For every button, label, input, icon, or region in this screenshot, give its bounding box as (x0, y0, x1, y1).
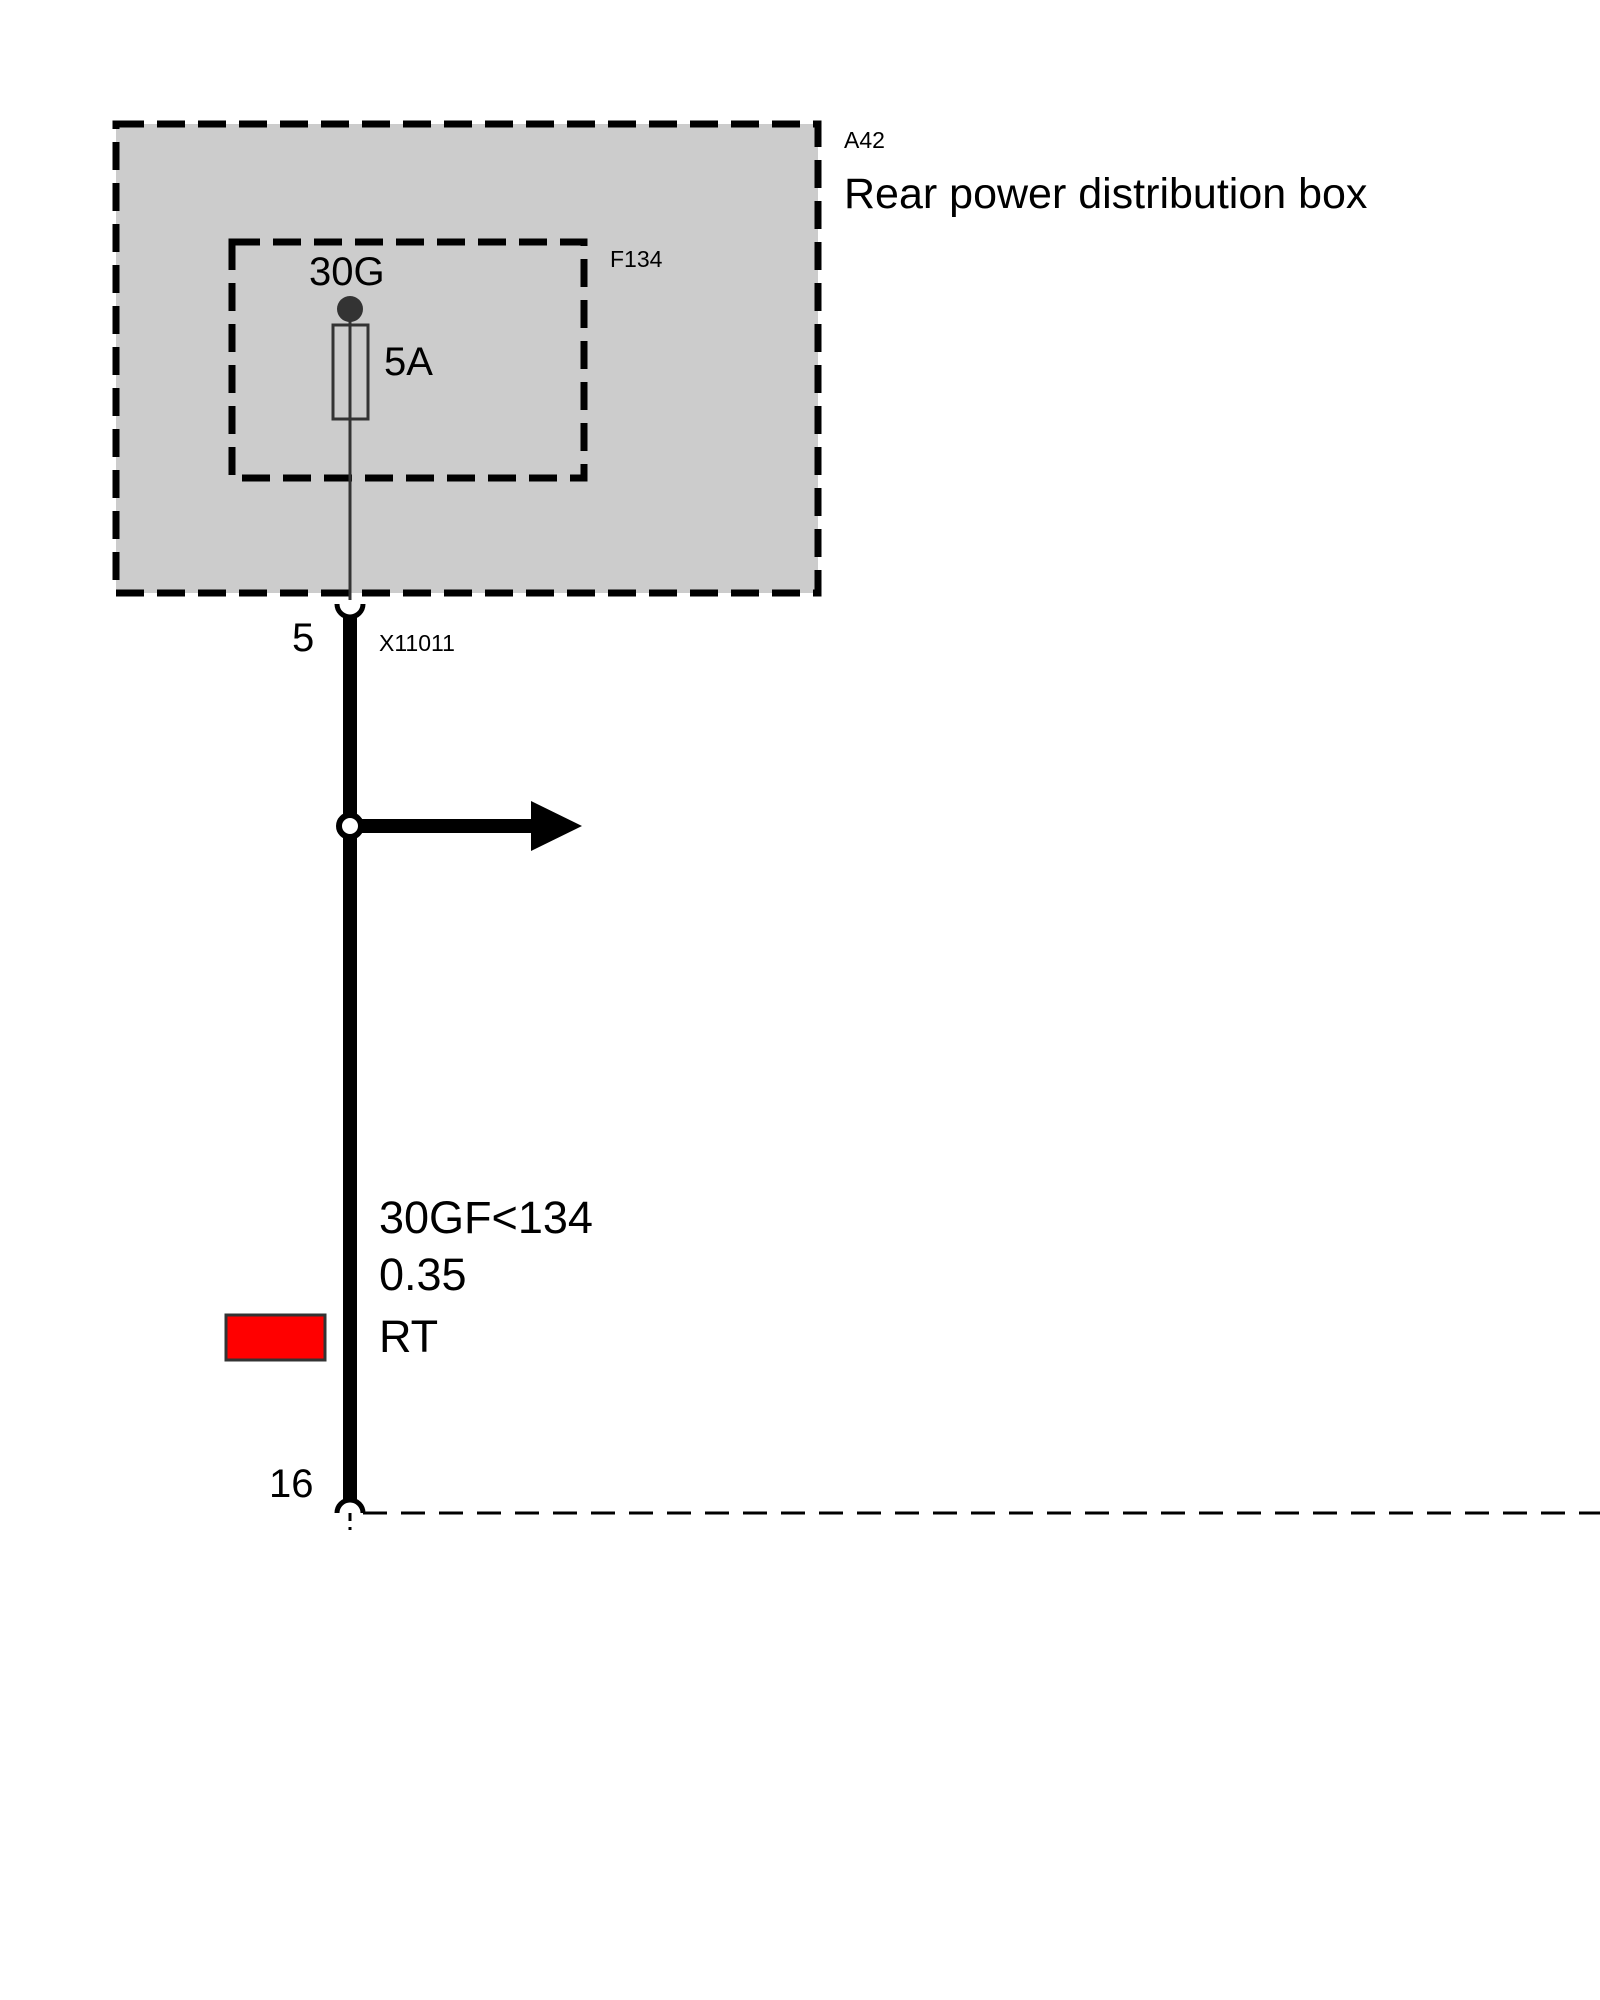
fuse-id-label: F134 (610, 246, 663, 272)
splice-point (336, 812, 364, 840)
connector-bottom-symbol (334, 1497, 366, 1514)
module-name-label: Rear power distribution box (844, 170, 1368, 218)
wire-signal-label: 30GF<134 (379, 1192, 593, 1243)
connector-top-id: X11011 (379, 630, 455, 656)
connector-bottom-pin: 16 (269, 1462, 314, 1506)
wire-color-swatch (224, 1313, 327, 1362)
connector-top-pin: 5 (292, 616, 314, 660)
wire-gauge-label: 0.35 (379, 1249, 467, 1300)
arrow-right-icon (531, 801, 582, 851)
fuse-terminal-label: 30G (309, 250, 385, 294)
module-id-label: A42 (844, 127, 885, 153)
wire-color-label: RT (379, 1311, 438, 1362)
fuse-rating-label: 5A (384, 340, 433, 384)
fuse-box (228, 238, 588, 482)
connector-top-symbol (334, 603, 366, 620)
module-box (112, 120, 822, 597)
